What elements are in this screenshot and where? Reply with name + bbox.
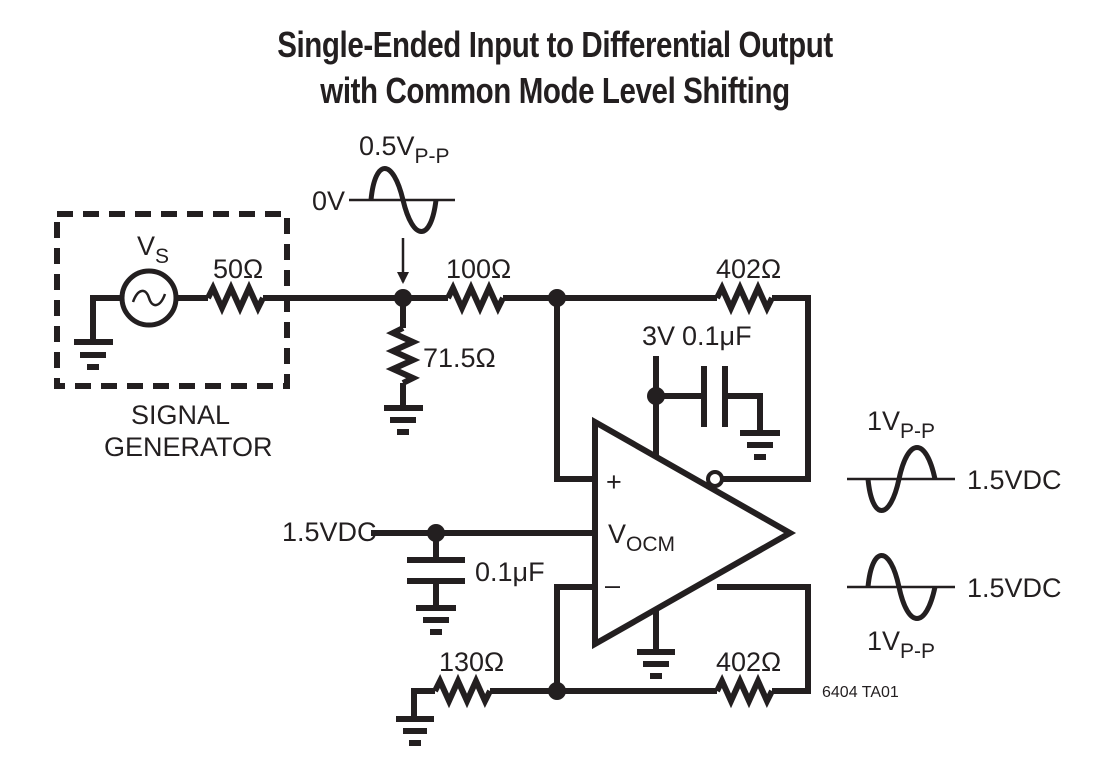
wire bbox=[717, 295, 811, 482]
output-bottom-amplitude-label: 1VP-P bbox=[867, 626, 935, 663]
resistor-71-5-label: 71.5Ω bbox=[423, 343, 496, 373]
resistor-100-icon bbox=[445, 280, 506, 316]
capacitor-supply-icon bbox=[701, 366, 728, 427]
vs-ground-wire bbox=[90, 295, 122, 342]
ground-icon bbox=[637, 649, 675, 679]
ground-icon bbox=[396, 716, 434, 746]
wire bbox=[554, 584, 595, 691]
ground-icon bbox=[384, 405, 423, 435]
figure-id-label: 6404 TA01 bbox=[822, 684, 899, 701]
ground-icon bbox=[740, 430, 780, 460]
wire bbox=[717, 584, 811, 694]
resistor-71-5-icon bbox=[385, 325, 421, 386]
vs-label: VS bbox=[137, 231, 169, 268]
arrow-head-icon bbox=[397, 272, 409, 284]
ground-icon bbox=[74, 339, 113, 370]
input-amplitude-label: 0.5VP-P bbox=[359, 131, 450, 168]
input-baseline-label: 0V bbox=[312, 186, 345, 216]
resistor-402-top-icon bbox=[714, 280, 775, 316]
minus-input-sign: – bbox=[605, 570, 620, 600]
ground-icon bbox=[416, 605, 456, 635]
title-line-2: with Common Mode Level Shifting bbox=[320, 70, 790, 111]
capacitor-vocm-icon bbox=[407, 557, 465, 584]
output-top-amplitude-label: 1VP-P bbox=[867, 406, 935, 443]
ac-source-icon bbox=[119, 268, 179, 328]
vocm-pin-label: VOCM bbox=[608, 519, 675, 556]
plus-input-sign: + bbox=[606, 467, 622, 497]
resistor-130-icon bbox=[432, 673, 493, 709]
vocm-input-label: 1.5VDC bbox=[282, 517, 377, 547]
capacitor-supply-label: 0.1μF bbox=[682, 321, 752, 351]
supply-voltage-label: 3V bbox=[642, 321, 675, 351]
output-bottom-level-label: 1.5VDC bbox=[967, 573, 1062, 603]
resistor-50-icon bbox=[205, 280, 266, 316]
resistor-402-bottom-label: 402Ω bbox=[716, 647, 781, 677]
resistor-100-label: 100Ω bbox=[446, 254, 511, 284]
output-bottom-sine-icon bbox=[865, 553, 938, 621]
inverting-output-bubble-icon bbox=[706, 470, 724, 488]
capacitor-vocm-label: 0.1μF bbox=[475, 557, 545, 587]
resistor-130-label: 130Ω bbox=[439, 647, 504, 677]
signal-generator-label-2: GENERATOR bbox=[104, 432, 273, 462]
output-top-sine-icon bbox=[865, 445, 938, 513]
wire bbox=[554, 298, 595, 482]
output-top-level-label: 1.5VDC bbox=[967, 465, 1062, 495]
resistor-402-top-label: 402Ω bbox=[716, 254, 781, 284]
input-sine-icon bbox=[368, 166, 439, 234]
resistor-50-label: 50Ω bbox=[213, 254, 263, 284]
title-line-1: Single-Ended Input to Differential Outpu… bbox=[277, 24, 833, 65]
wire bbox=[725, 393, 763, 433]
wire bbox=[411, 688, 435, 719]
resistor-402-bottom-icon bbox=[714, 673, 775, 709]
signal-generator-label-1: SIGNAL bbox=[131, 400, 230, 430]
